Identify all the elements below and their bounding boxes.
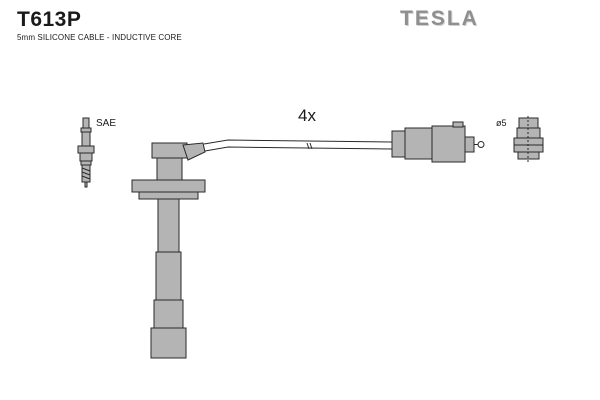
brand-logo: TESLA bbox=[400, 7, 479, 30]
terminal-diameter-label: ø5 bbox=[496, 118, 507, 128]
spark-plug-icon bbox=[77, 117, 95, 188]
terminal-icon bbox=[513, 116, 544, 162]
plug-boot bbox=[131, 142, 206, 359]
plug-standard-label: SAE bbox=[96, 118, 116, 129]
cable-spec: 5mm SILICONE CABLE - INDUCTIVE CORE bbox=[17, 33, 182, 42]
quantity-label: 4x bbox=[298, 106, 316, 125]
coil-boot bbox=[391, 121, 485, 163]
part-code: T613P bbox=[17, 8, 82, 31]
ignition-cable bbox=[203, 139, 393, 152]
